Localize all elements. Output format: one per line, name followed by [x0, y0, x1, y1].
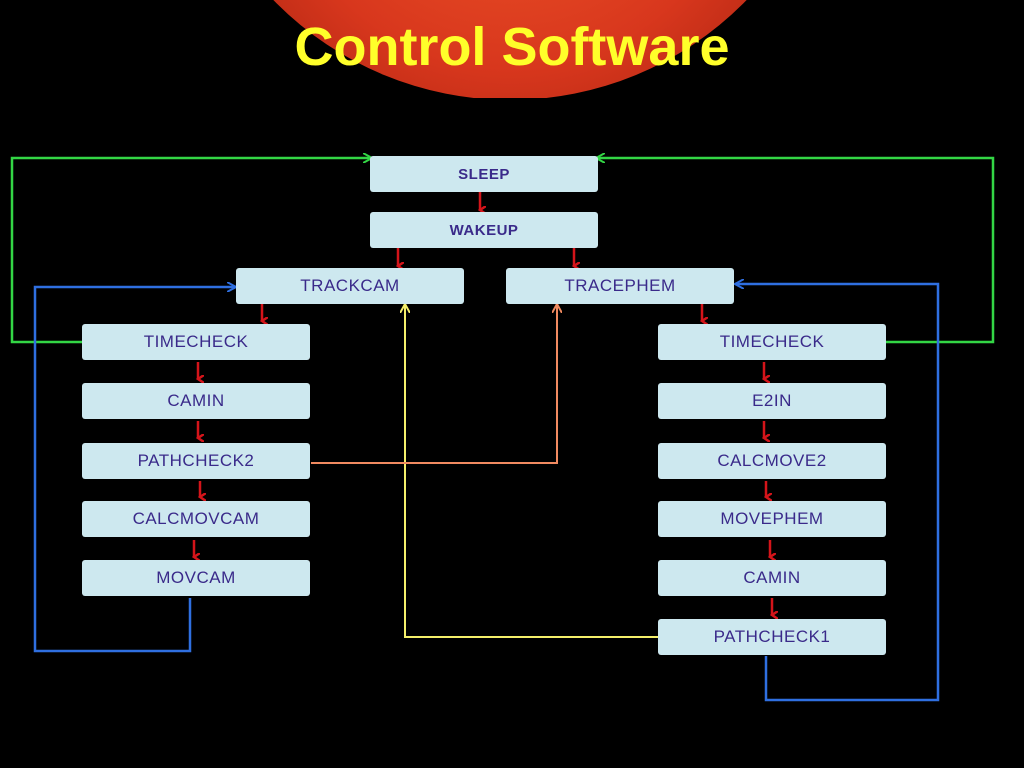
node-camin-left: CAMIN [82, 383, 310, 419]
salmon-link [311, 304, 557, 464]
node-movcam: MOVCAM [82, 560, 310, 596]
sun-image [200, 0, 820, 98]
green-loop-right [596, 158, 995, 344]
node-calcmovcam: CALCMOVCAM [82, 501, 310, 537]
node-pathcheck2: PATHCHECK2 [82, 443, 310, 479]
node-camin-right: CAMIN [658, 560, 886, 596]
node-timecheck-left: TIMECHECK [82, 324, 310, 360]
node-trackcam: TRACKCAM [236, 268, 464, 304]
node-wakeup: WAKEUP [370, 212, 598, 248]
slide-title: Control Software [294, 17, 730, 77]
node-pathcheck1: PATHCHECK1 [658, 619, 886, 655]
node-tracephem: TRACEPHEM [506, 268, 734, 304]
node-e2in: E2IN [658, 383, 886, 419]
node-timecheck-right: TIMECHECK [658, 324, 886, 360]
node-sleep: SLEEP [370, 156, 598, 192]
green-loop-left [10, 158, 372, 344]
blue-loop-right [735, 284, 940, 702]
node-calcmove2: CALCMOVE2 [658, 443, 886, 479]
node-movephem: MOVEPHEM [658, 501, 886, 537]
yellow-link [405, 304, 658, 638]
blue-loop-left [33, 287, 236, 653]
